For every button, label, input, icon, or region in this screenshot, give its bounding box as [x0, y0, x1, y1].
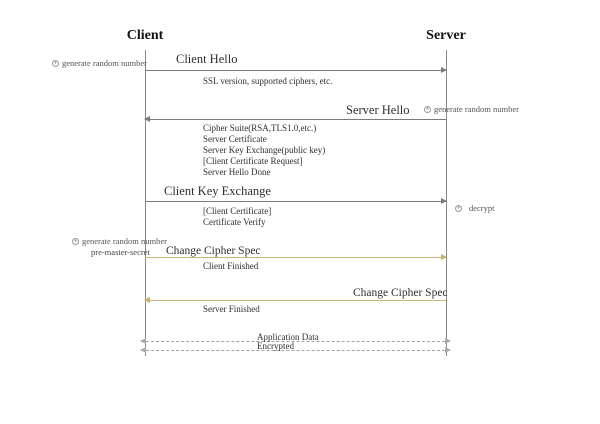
- lifeline-client: [145, 50, 146, 356]
- arrow-head-left-icon: [140, 347, 146, 353]
- message-label-application-data: Application Data: [257, 332, 319, 342]
- arrow-shaft: [145, 257, 446, 258]
- arrow-head-icon: [441, 254, 447, 260]
- message-label-server-hello: Server Hello: [346, 103, 410, 117]
- arrow-shaft: [145, 300, 446, 301]
- gear-icon: [72, 237, 79, 245]
- message-label-client-key-exchange: Client Key Exchange: [164, 184, 271, 198]
- arrow-shaft: [141, 341, 450, 342]
- arrow-head-right-icon: [445, 338, 451, 344]
- message-detail-server-hello-1: Cipher Suite(RSA,TLS1.0,etc.): [203, 123, 317, 133]
- arrow-head-icon: [144, 297, 150, 303]
- message-detail-cke-1: [Client Certificate]: [203, 206, 272, 216]
- gear-icon: [424, 105, 431, 113]
- message-detail-server-hello-5: Server Hello Done: [203, 167, 271, 177]
- gear-icon: [52, 59, 59, 67]
- arrow-head-icon: [441, 67, 447, 73]
- arrow-server-hello: [144, 116, 446, 122]
- message-label-encrypted: Encrypted: [257, 341, 294, 351]
- arrow-change-cipher-spec-client: [145, 254, 447, 260]
- note-client-generate-random-number-2: generate random number: [72, 236, 167, 246]
- message-detail-client-finished: Client Finished: [203, 261, 259, 271]
- message-label-change-cipher-spec-client: Change Cipher Spec: [166, 245, 261, 257]
- arrow-encrypted: [140, 347, 451, 353]
- arrow-shaft: [141, 350, 450, 351]
- actor-title-server: Server: [426, 28, 466, 43]
- message-detail-cke-2: Certificate Verify: [203, 217, 266, 227]
- message-label-change-cipher-spec-server: Change Cipher Spec: [353, 287, 448, 299]
- message-detail-server-hello-3: Server Key Exchange(public key): [203, 145, 326, 155]
- arrow-head-right-icon: [445, 347, 451, 353]
- message-detail-server-finished: Server Finished: [203, 304, 260, 314]
- note-server-decrypt: decrypt: [455, 203, 495, 213]
- message-detail-server-hello-4: [Client Certificate Request]: [203, 156, 303, 166]
- actor-title-client: Client: [126, 28, 164, 43]
- arrow-shaft: [145, 201, 446, 202]
- message-label-client-hello: Client Hello: [176, 52, 238, 66]
- arrow-head-left-icon: [140, 338, 146, 344]
- note-client-generate-random-number: generate random number: [52, 58, 147, 68]
- arrow-client-hello: [145, 67, 447, 73]
- message-detail-client-hello: SSL version, supported ciphers, etc.: [203, 76, 333, 86]
- arrow-shaft: [145, 70, 446, 71]
- arrow-head-icon: [441, 198, 447, 204]
- arrow-change-cipher-spec-server: [144, 297, 446, 303]
- arrow-shaft: [145, 119, 446, 120]
- message-detail-server-hello-2: Server Certificate: [203, 134, 267, 144]
- arrow-client-key-exchange: [145, 198, 447, 204]
- note-server-generate-random-number: generate random number: [424, 104, 519, 114]
- note-pre-master-secret: pre-master-secret: [91, 247, 150, 257]
- arrow-application-data: [140, 338, 451, 344]
- arrow-head-icon: [144, 116, 150, 122]
- gear-icon: [455, 204, 462, 212]
